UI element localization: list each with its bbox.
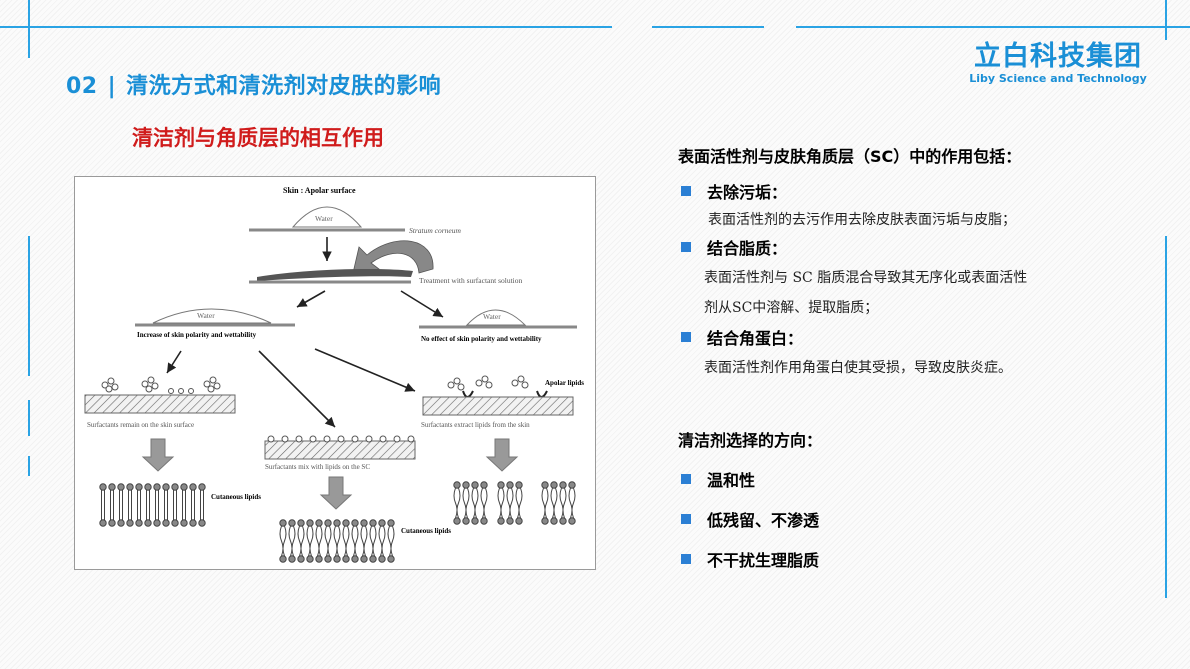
label-increase-polarity: Increase of skin polarity and wettabilit… [137, 331, 257, 339]
top-decor-line-mid [652, 26, 764, 28]
bullet-desc-line-2: 剂从SC中溶解、提取脂质； [704, 300, 879, 316]
label-skin-apolar: Skin : Apolar surface [283, 186, 356, 195]
left-decor-tick-1 [28, 236, 30, 376]
lipid-bilayer-ordered [99, 483, 206, 527]
bullet-title: 去除污垢： [707, 183, 788, 202]
label-cutaneous-middle: Cutaneous lipids [401, 527, 451, 535]
surfactant-heads-mix [267, 435, 415, 443]
label-water-top: Water [315, 214, 333, 223]
water-droplet-right [465, 309, 527, 326]
bullet-title: 结合脂质： [707, 239, 788, 258]
logo-chinese: 立白科技集团 [974, 41, 1142, 72]
skin-layer-extract [422, 396, 574, 416]
label-cutaneous-left: Cutaneous lipids [211, 493, 261, 501]
lipid-bilayers [99, 481, 576, 563]
bullet-desc: 表面活性剂作用角蛋白使其受损，导致皮肤炎症。 [704, 360, 1012, 376]
direction-label: 不干扰生理脂质 [707, 551, 820, 570]
direction-item-mildness: 温和性 [678, 467, 1118, 491]
label-stratum-corneum: Stratum corneum [409, 226, 461, 235]
arrow-to-mix [258, 350, 336, 428]
top-decor-line-right [796, 26, 1190, 28]
right-decor-line-lower [1165, 236, 1167, 598]
arrow-to-remain [166, 350, 182, 374]
block-arrow-middle [319, 476, 353, 510]
left-decor-line [28, 0, 30, 58]
subtitle: 清洁剂与角质层的相互作用 [132, 126, 384, 150]
top-decor-line-left [0, 26, 612, 28]
lipid-bilayer-fragment-1 [453, 481, 488, 525]
bullet-square-icon [681, 186, 691, 196]
title-separator: | [107, 74, 117, 99]
lipid-hook-1 [462, 390, 474, 398]
label-remain: Surfactants remain on the skin surface [87, 421, 194, 429]
left-decor-tick-2 [28, 400, 30, 436]
curved-treatment-arrow [352, 240, 434, 274]
arrow-to-right-result [400, 290, 444, 318]
right-text-panel: 表面活性剂与皮肤角质层（SC）中的作用包括： 去除污垢： 表面活性剂的去污作用去… [678, 143, 1118, 571]
skin-layer-remain [84, 394, 236, 414]
water-droplet-left [152, 308, 272, 324]
direction-item-low-residue: 低残留、不渗透 [678, 507, 1118, 531]
skin-layer-mix [264, 440, 416, 460]
extracted-lipid-clusters [447, 375, 529, 391]
diagram-svg: Skin : Apolar surface Water Stratum corn… [84, 186, 584, 563]
company-logo: 立白科技集团 Liby Science and Technology [968, 41, 1148, 86]
direction-heading: 清洁剂选择的方向： [678, 431, 823, 450]
surfactant-clusters-remain [101, 376, 221, 394]
block-arrow-right [485, 438, 519, 472]
treated-skin-layer [257, 269, 413, 281]
label-extract: Surfactants extract lipids from the skin [421, 421, 530, 429]
surfactant-diagram: Skin : Apolar surface Water Stratum corn… [74, 176, 596, 570]
bullet-remove-dirt: 去除污垢： [678, 179, 1118, 203]
arrow-to-left-result [296, 290, 326, 308]
lipid-bilayer-fragment-3 [541, 481, 576, 525]
bullet-bind-lipids: 结合脂质： [678, 235, 1118, 259]
page-title: 02 | 清洗方式和清洗剂对皮肤的影响 [66, 68, 441, 100]
direction-label: 温和性 [707, 471, 756, 490]
label-no-effect: No effect of skin polarity and wettabili… [421, 335, 542, 343]
bullet-square-icon [681, 554, 691, 564]
label-mix: Surfactants mix with lipids on the SC [265, 463, 370, 471]
bullet-square-icon [681, 332, 691, 342]
bullet-desc-line-1: 表面活性剂与 SC 脂质混合导致其无序化或表面活性 [704, 270, 1028, 286]
lipid-hook-2 [536, 390, 548, 398]
water-droplet-top [291, 206, 363, 228]
bullet-title: 结合角蛋白： [707, 329, 804, 348]
logo-english: Liby Science and Technology [969, 72, 1147, 85]
title-text: 清洗方式和清洗剂对皮肤的影响 [126, 74, 442, 99]
block-arrow-left [141, 438, 175, 472]
section-number: 02 [66, 74, 98, 99]
right-decor-line-top [1165, 0, 1167, 40]
bullet-desc: 表面活性剂的去污作用去除皮肤表面污垢与皮脂； [708, 212, 1016, 228]
bullet-square-icon [681, 514, 691, 524]
label-treatment: Treatment with surfactant solution [419, 276, 522, 285]
arrow-to-extract [314, 348, 416, 392]
lipid-bilayer-disordered [279, 519, 395, 563]
label-water-right: Water [483, 312, 501, 321]
direction-label: 低残留、不渗透 [707, 511, 820, 530]
label-apolar-lipids: Apolar lipids [545, 379, 584, 387]
bullet-square-icon [681, 242, 691, 252]
bullet-square-icon [681, 474, 691, 484]
interaction-heading: 表面活性剂与皮肤角质层（SC）中的作用包括： [678, 147, 1022, 166]
label-water-left: Water [197, 311, 215, 320]
left-decor-tick-3 [28, 456, 30, 476]
lipid-bilayer-fragment-2 [497, 481, 523, 525]
direction-item-no-interference: 不干扰生理脂质 [678, 547, 1118, 571]
bullet-bind-keratin: 结合角蛋白： [678, 325, 1118, 349]
